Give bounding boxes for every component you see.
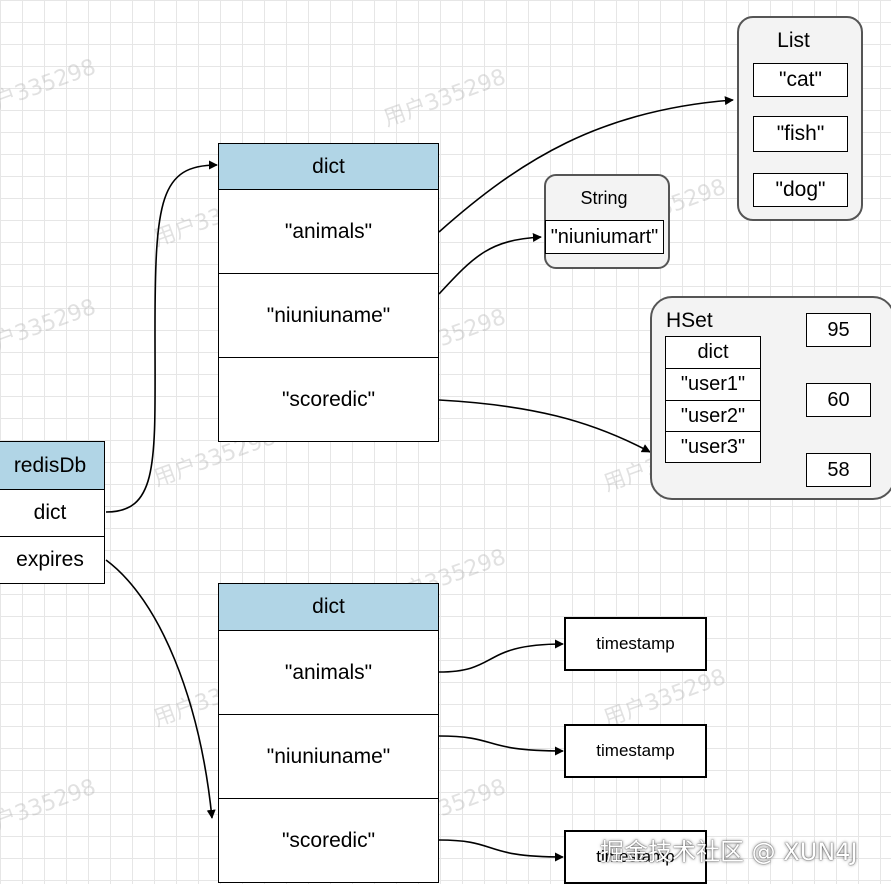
timestamp-box-animals: timestamp — [564, 617, 707, 671]
hset-value-58: 58 — [806, 453, 871, 487]
hset-title: HSet — [666, 309, 713, 332]
hset-value-60: 60 — [806, 383, 871, 417]
dict-key-scoredic: "scoredic" — [218, 357, 439, 442]
redisdb-header: redisDb — [0, 441, 105, 490]
string-title: String — [580, 188, 628, 208]
timestamp-box-niuniuname: timestamp — [564, 724, 707, 778]
expires-key-niuniuname: "niuniuname" — [218, 714, 439, 799]
timestamp-box-scoredic: timestamp — [564, 830, 707, 884]
string-value: "niuniumart" — [545, 220, 664, 254]
list-item-dog: "dog" — [753, 173, 848, 207]
redisdb-field-dict: dict — [0, 489, 105, 537]
list-title: List — [777, 29, 810, 52]
dict-header: dict — [218, 143, 439, 190]
hset-field-user3: "user3" — [665, 431, 761, 463]
brand-watermark: 掘金技术社区 @ XUN4J — [600, 838, 858, 866]
hset-value-95: 95 — [806, 313, 871, 347]
expires-key-scoredic: "scoredic" — [218, 798, 439, 883]
dict-key-niuniuname: "niuniuname" — [218, 273, 439, 358]
expires-header: dict — [218, 583, 439, 631]
hset-field-user1: "user1" — [665, 368, 761, 401]
expires-key-animals: "animals" — [218, 630, 439, 715]
hset-field-user2: "user2" — [665, 400, 761, 432]
list-item-fish: "fish" — [753, 116, 848, 152]
dict-key-animals: "animals" — [218, 189, 439, 274]
list-item-cat: "cat" — [753, 63, 848, 97]
redisdb-field-expires: expires — [0, 536, 105, 584]
hset-field-dict: dict — [665, 336, 761, 369]
